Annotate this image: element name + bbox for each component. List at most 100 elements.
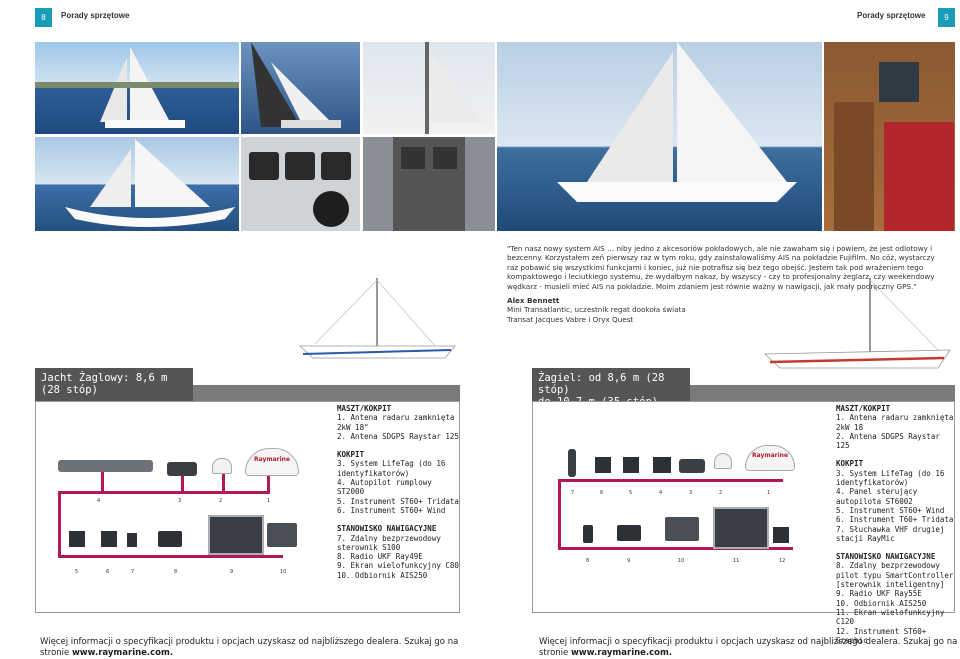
st60-graphic — [773, 527, 789, 543]
radar-dome-device: Raymarine — [245, 448, 299, 476]
footer-text: Więcej informacji o specyfikacji produkt… — [539, 637, 958, 658]
left-cable-left — [58, 491, 61, 557]
right-spec-list: MASZT/KOKPIT 1. Antena radaru zamknięta … — [836, 404, 956, 645]
left-box-panel — [35, 401, 460, 613]
diagram-number: 2 — [719, 490, 723, 496]
author-role-2: Transat Jacques Vabre i Oryx Quest — [507, 314, 634, 324]
left-cable-top — [58, 491, 270, 494]
instrument-t60-tridata — [595, 457, 611, 473]
footer-text: Więcej informacji o specyfikacji produkt… — [40, 637, 459, 658]
left-nav-item: 9. Ekran wielofunkcyjny C80 — [337, 561, 459, 571]
vhf-radio — [617, 525, 641, 541]
radar-dome-device: Raymarine — [745, 445, 795, 471]
left-box-title: Jacht Żaglowy: 8,6 m (28 stóp) — [35, 368, 193, 401]
right-nav-item: 10. Odbiornik AIS250 — [836, 598, 927, 608]
st6002-control — [653, 457, 671, 473]
right-cockpit-item: 6. Instrument T60+ Tridata — [836, 515, 954, 525]
photo-cruising-yacht — [497, 42, 822, 231]
ais250-receiver — [267, 523, 297, 547]
diagram-number: 5 — [75, 569, 79, 575]
testimonial-author: Alex Bennett Mini Transatlantic, uczestn… — [507, 296, 686, 324]
right-nav-item: 11. Ekran wielofunkcyjny C120 — [836, 607, 949, 627]
left-spec-list: MASZT/KOKPIT 1. Antena radaru zamknięta … — [337, 404, 459, 580]
right-nav-item: 8. Zdalny bezprzewodowy pilot typu Smart… — [836, 561, 958, 590]
diagram-number: 7 — [131, 569, 135, 575]
left-cable-drop — [267, 469, 270, 493]
right-cockpit-item: 4. Panel sterujący autopilota ST6002 — [836, 487, 922, 506]
boat-illustration-left — [295, 276, 460, 368]
diagram-number: 9 — [230, 569, 234, 575]
section-title-left: Porady sprzętowe — [61, 11, 130, 20]
gps-antenna-device — [212, 458, 232, 474]
left-cable-drop — [181, 475, 184, 493]
diagram-number: 1 — [267, 498, 271, 504]
photo-mast-top — [363, 42, 495, 134]
right-nav-item: 9. Radio UKF Ray55E — [836, 589, 922, 599]
instrument-st60-wind — [623, 457, 639, 473]
photo-sailboat-heeling — [241, 42, 360, 134]
diagram-number: 10 — [280, 569, 287, 575]
diagram-number: 8 — [174, 569, 178, 575]
right-nav-heading: STANOWISKO NAWIGACYJNE — [836, 552, 936, 562]
quote-text: "Ten nasz nowy system AIS … niby jedno z… — [507, 244, 935, 291]
right-cockpit-item: 7. Słuchawka VHF drugiej stacji RayMic — [836, 524, 949, 543]
c120-display — [713, 507, 769, 549]
diagram-number: 9 — [627, 558, 631, 564]
c80-display — [208, 515, 264, 555]
diagram-number: 4 — [659, 490, 663, 496]
diagram-number: 4 — [97, 498, 101, 504]
diagram-number: 10 — [678, 558, 685, 564]
right-cockpit-item: 5. Instrument ST60+ Wind — [836, 505, 945, 515]
diagram-number: 1 — [767, 490, 771, 496]
photo-instruments-console — [241, 137, 360, 231]
left-cockpit-item: 4. Autopilot rumplowy ST2000 — [337, 478, 437, 497]
gps-antenna-device — [714, 453, 732, 469]
right-system-diagram: Raymarine 7 6 5 4 3 2 1 8 9 10 11 12 — [555, 445, 805, 580]
right-mast-item: 2. Antena SDGPS Raystar 125 — [836, 431, 945, 451]
author-name: Alex Bennett — [507, 296, 560, 305]
right-mast-heading: MASZT/KOKPIT — [836, 404, 891, 413]
section-title-right: Porady sprzętowe — [857, 11, 926, 20]
left-cable-drop — [101, 471, 104, 493]
left-mast-item: 2. Antena SDGPS Raystar 125 — [337, 431, 459, 441]
right-box-header: Żagiel: od 8,6 m (28 stóp) do 10,7 m (35… — [532, 368, 955, 408]
diagram-number: 8 — [586, 558, 590, 564]
left-cockpit-item: 3. System LifeTag (do 16 identyfikatorów… — [337, 459, 450, 478]
photo-navigation-station — [824, 42, 955, 231]
author-role-1: Mini Transatlantic, uczestnik regat dook… — [507, 305, 686, 315]
instrument-tridata — [69, 531, 85, 547]
left-nav-heading: STANOWISKO NAWIGACYJNE — [337, 524, 437, 534]
left-system-diagram: Raymarine 4 3 2 1 5 6 7 8 9 10 — [55, 445, 305, 580]
right-mast-item: 1. Antena radaru zamknięta 2kW 18 — [836, 413, 958, 432]
smartcontroller-remote — [583, 525, 593, 543]
right-cockpit-heading: KOKPIT — [836, 459, 864, 469]
instrument-wind — [101, 531, 117, 547]
footer-right: Więcej informacji o specyfikacji produkt… — [539, 637, 960, 659]
page-number-left: 8 — [35, 8, 52, 27]
page-number-right: 9 — [938, 8, 955, 27]
diagram-number: 11 — [733, 558, 740, 564]
diagram-number: 6 — [600, 490, 604, 496]
diagram-number: 2 — [219, 498, 223, 504]
left-cockpit-item: 5. Instrument ST60+ Tridata — [337, 496, 459, 506]
left-cable-bottom — [58, 555, 283, 558]
left-box-header: Jacht Żaglowy: 8,6 m (28 stóp) — [35, 368, 460, 401]
left-cockpit-item: 6. Instrument ST60+ Wind — [337, 505, 446, 515]
photo-sailboat-racing — [35, 42, 239, 134]
diagram-number: 7 — [571, 490, 575, 496]
lifetag-device — [679, 459, 705, 473]
left-nav-item: 7. Zdalny bezprzewodowy sterownik S100 — [337, 533, 446, 552]
testimonial-quote: "Ten nasz nowy system AIS … niby jedno z… — [507, 244, 935, 291]
diagram-number: 12 — [779, 558, 786, 564]
ais250-receiver — [665, 517, 699, 541]
diagram-number: 3 — [689, 490, 693, 496]
boat-illustration-right — [760, 276, 955, 378]
footer-link[interactable]: www.raymarine.com. — [71, 648, 174, 658]
right-box-title: Żagiel: od 8,6 m (28 stóp) do 10,7 m (35… — [532, 368, 690, 408]
left-mast-item: 1. Antena radaru zamknięta 2kW 18" — [337, 413, 459, 432]
left-mast-heading: MASZT/KOKPIT — [337, 404, 392, 413]
left-cockpit-heading: KOKPIT — [337, 450, 365, 460]
diagram-number: 6 — [106, 569, 110, 575]
footer-link[interactable]: www.raymarine.com. — [570, 648, 673, 658]
right-cable-top — [558, 479, 783, 482]
